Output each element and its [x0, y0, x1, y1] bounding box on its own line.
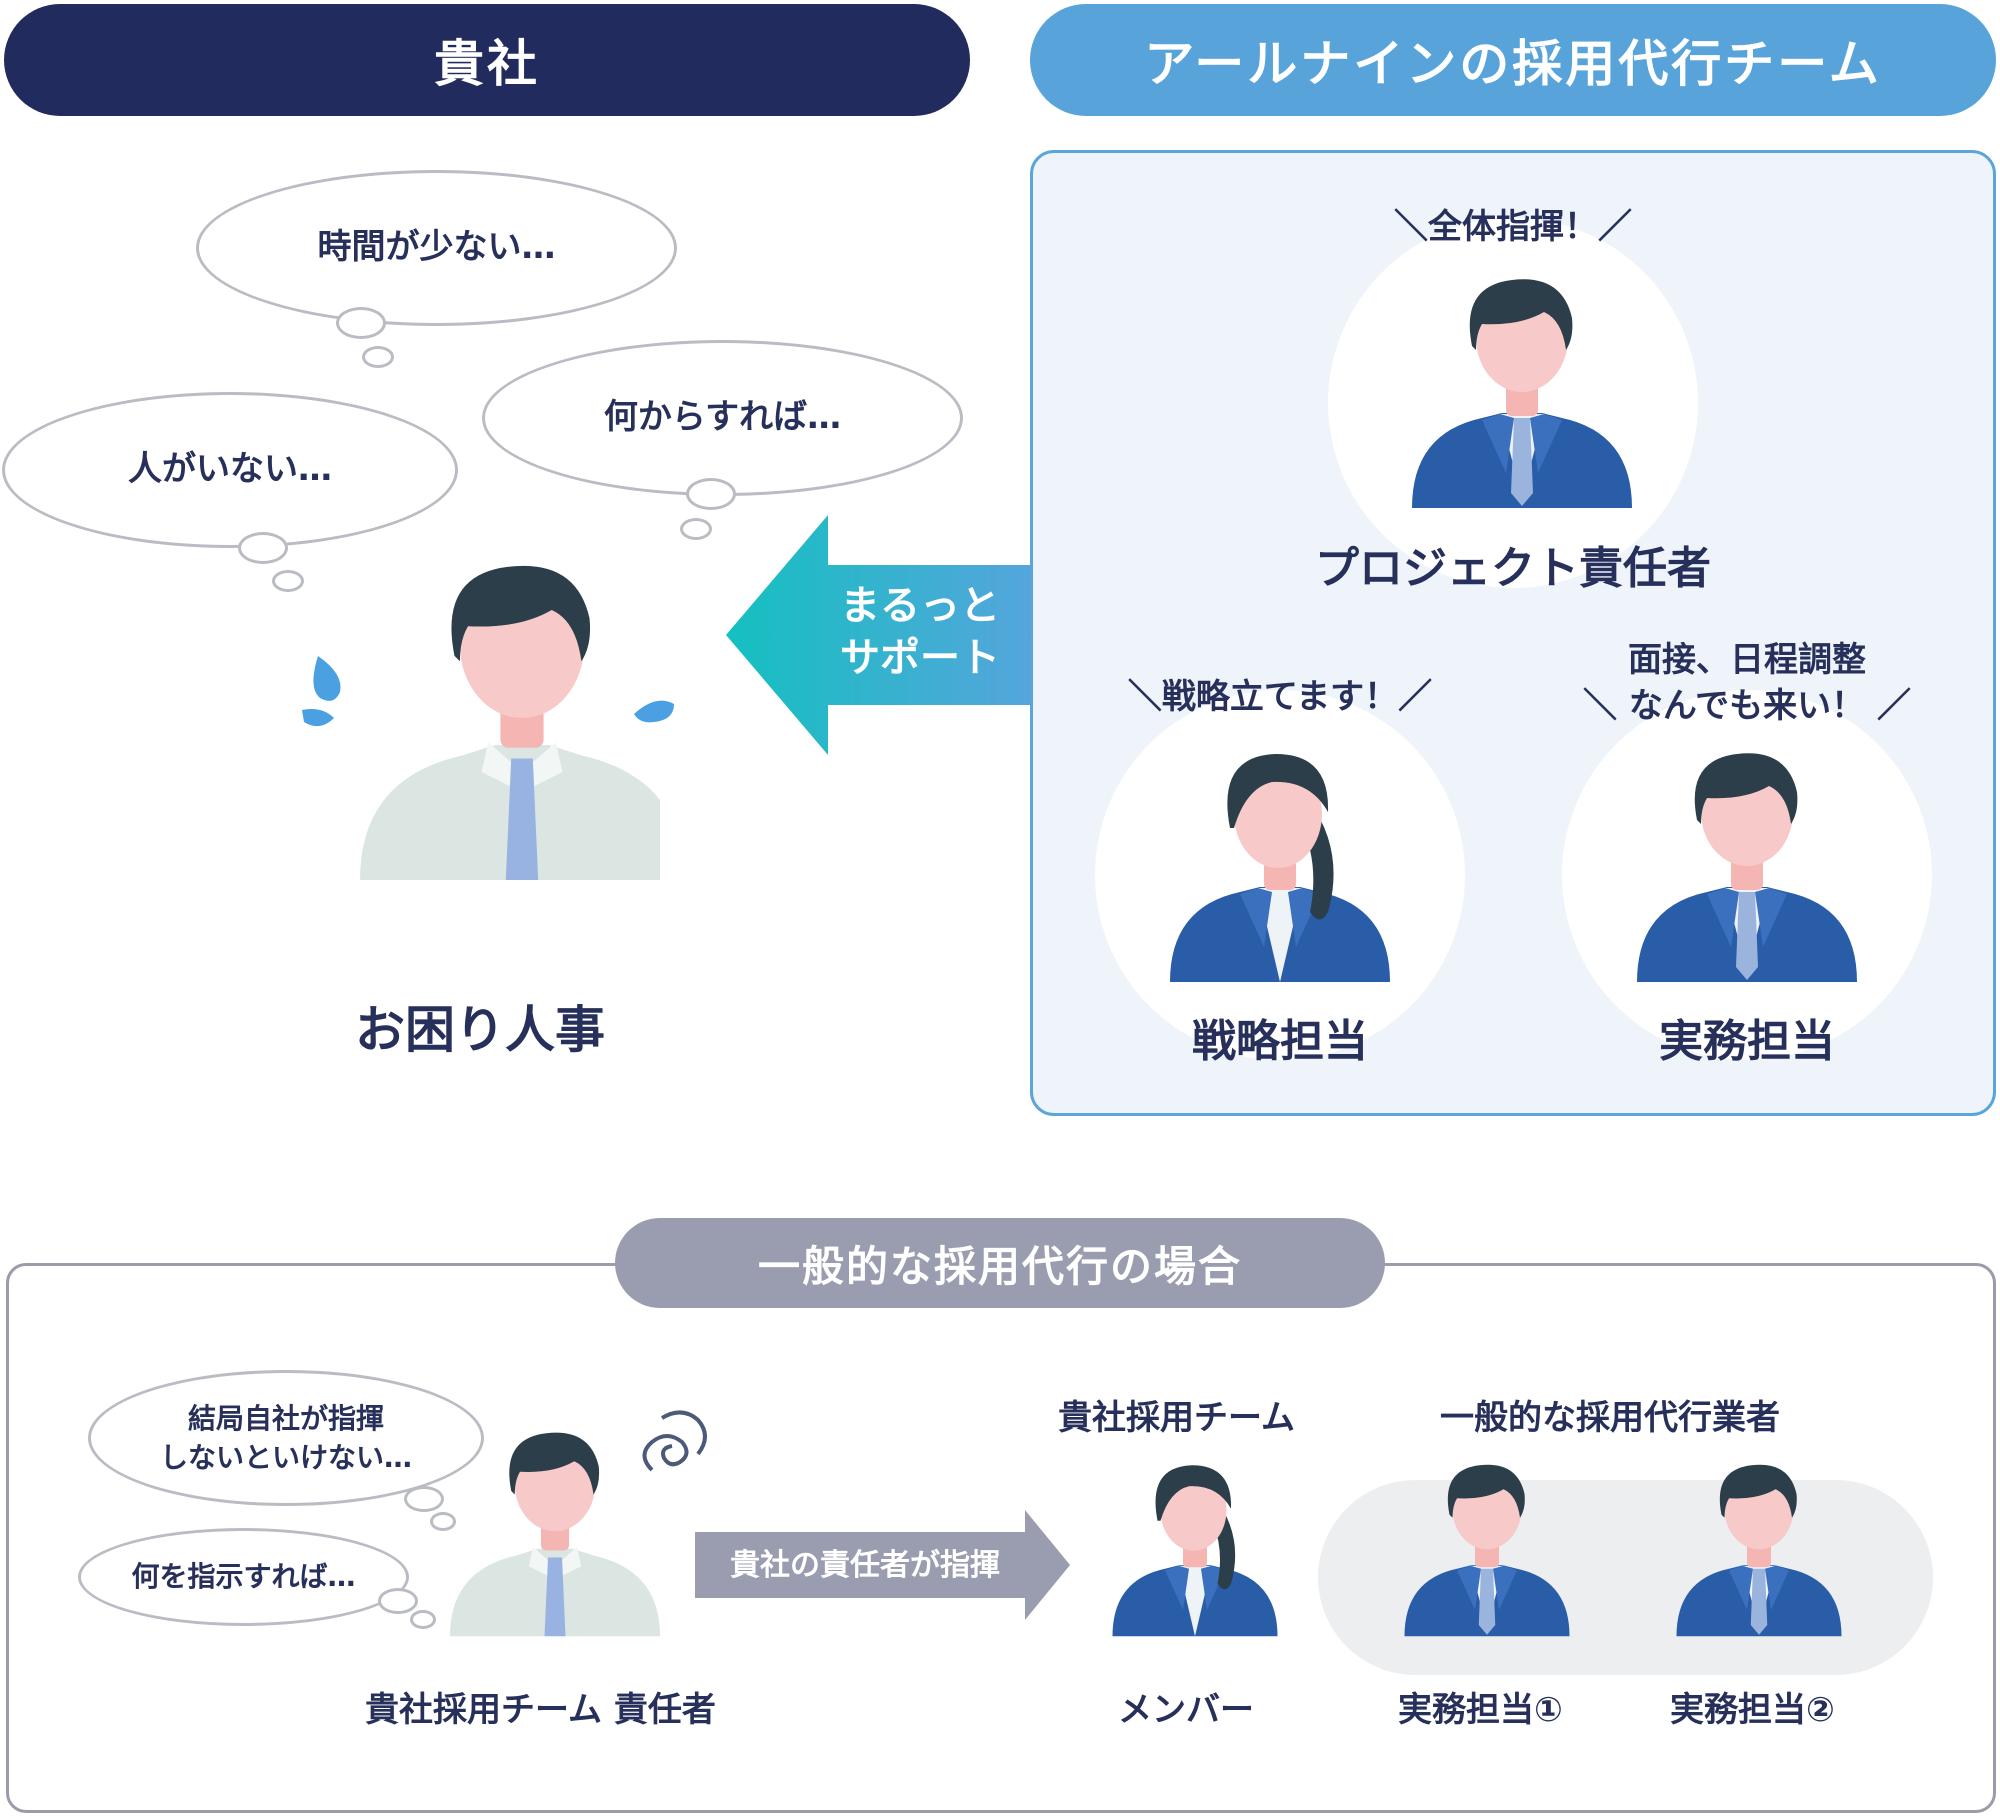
- ops-callout-line2: ＼ なんでも来い！ ／: [1547, 684, 1947, 730]
- thought-dot: [238, 532, 288, 564]
- support-arrow-line2: サポート: [800, 632, 1040, 684]
- strategy-person-illustration: [1160, 742, 1400, 982]
- thought-dot: [680, 518, 712, 540]
- general-thought-line3: 何を指示すれば…: [131, 1557, 355, 1596]
- project-leader-label: プロジェクト責任者: [1263, 532, 1763, 596]
- general-thought-bubble-instruct: 何を指示すれば…: [78, 1528, 409, 1626]
- thought-text-no-people: 人がいない…: [128, 446, 332, 494]
- thought-dot: [410, 1610, 436, 1629]
- thought-bubble-no-people: 人がいない…: [2, 392, 458, 548]
- vendor-ops1-label: 実務担当①: [1398, 1682, 1563, 1731]
- client-team-header: 貴社採用チーム: [1058, 1390, 1295, 1439]
- general-thought-line2: しないといけない…: [160, 1438, 412, 1477]
- support-arrow-line1: まるっと: [800, 580, 1040, 632]
- support-arrow-text: まるっと サポート: [800, 580, 1040, 684]
- vendor-ops2-label: 実務担当②: [1670, 1682, 1835, 1731]
- thought-dot: [362, 346, 394, 368]
- team-header-title: アールナインの採用代行チーム: [1144, 24, 1882, 96]
- leader-callout: ＼全体指揮！／: [1313, 205, 1713, 251]
- sweat-drop-icon: [630, 690, 680, 730]
- client-leader-illustration: [450, 1425, 660, 1655]
- vendor-ops2-illustration: [1669, 1455, 1849, 1660]
- thought-bubble-time: 時間が少ない…: [196, 170, 677, 326]
- ops-callout: 面接、日程調整 ＼ なんでも来い！ ／: [1547, 638, 1947, 730]
- strategy-callout: ＼戦略立てます！／: [1080, 675, 1480, 721]
- thought-dot: [336, 307, 386, 339]
- ops-person-illustration: [1627, 742, 1867, 982]
- thought-dot: [404, 1486, 444, 1512]
- thought-dot: [378, 1588, 418, 1614]
- vendor-header: 一般的な採用代行業者: [1440, 1390, 1780, 1439]
- general-case-title-text: 一般的な採用代行の場合: [758, 1233, 1242, 1294]
- thought-dot: [686, 478, 736, 510]
- member-label: メンバー: [1118, 1682, 1254, 1731]
- client-header-title: 貴社: [434, 24, 540, 96]
- direct-arrow-text: 貴社の責任者が指揮: [700, 1540, 1030, 1584]
- team-header: アールナインの採用代行チーム: [1030, 4, 1996, 116]
- confused-swirl-icon: [632, 1400, 712, 1490]
- sweat-drop-icon: [300, 648, 360, 728]
- thought-text-where-start: 何からすれば…: [604, 394, 841, 442]
- member-illustration: [1105, 1455, 1285, 1660]
- thought-text-time: 時間が少ない…: [318, 224, 556, 272]
- worried-hr-label: お困り人事: [300, 990, 660, 1062]
- project-leader-illustration: [1402, 268, 1642, 508]
- client-leader-label: 貴社採用チーム 責任者: [365, 1682, 716, 1731]
- thought-bubble-where-start: 何からすれば…: [482, 340, 963, 496]
- ops-label: 実務担当: [1597, 1005, 1897, 1069]
- client-header: 貴社: [4, 4, 970, 116]
- vendor-ops1-illustration: [1397, 1455, 1577, 1660]
- strategy-label: 戦略担当: [1130, 1005, 1430, 1069]
- worried-hr-person-illustration: [300, 556, 660, 956]
- general-case-title: 一般的な採用代行の場合: [615, 1218, 1385, 1308]
- ops-callout-line1: 面接、日程調整: [1547, 638, 1947, 684]
- general-thought-line1: 結局自社が指揮: [160, 1399, 412, 1438]
